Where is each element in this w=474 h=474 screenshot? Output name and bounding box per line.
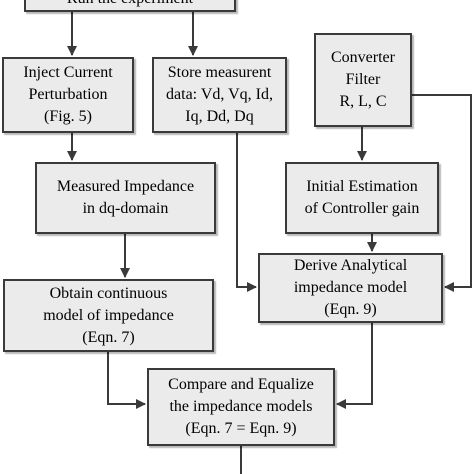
arrow-converter-to-derive	[412, 94, 472, 292]
inject-line-3: (Fig. 5)	[44, 108, 92, 125]
store-line-3: Iq, Dd, Dq	[185, 108, 254, 125]
arrow-store-to-derive	[236, 133, 257, 292]
converter-line-2: Filter	[345, 71, 381, 88]
converter-line-1: Converter	[331, 49, 395, 66]
converter-filter-box: Converter Filter R, L, C	[314, 33, 412, 127]
arrow-obtain-to-compare	[107, 352, 146, 409]
measured-line-1: Measured Impedance	[56, 178, 195, 195]
derive-line-3: (Eqn. 9)	[324, 301, 377, 318]
derive-analytical-box: Derive Analytical impedance model (Eqn. …	[258, 253, 443, 323]
obtain-line-1: Obtain continuous	[49, 284, 168, 302]
store-measurement-box: Store measurent data: Vd, Vq, Id, Iq, Dd…	[152, 57, 287, 133]
run-experiment-box: Run the experiment	[24, 0, 236, 12]
obtain-line-2: model of impedance	[43, 306, 174, 324]
compare-equalize-box: Compare and Equalize the impedance model…	[147, 368, 335, 446]
run-experiment-line-1: Run the experiment	[67, 0, 193, 10]
compare-line-1: Compare and Equalize	[168, 376, 314, 393]
store-line-1: Store measurent	[167, 64, 272, 81]
inject-line-2: Perturbation	[28, 86, 108, 103]
initial-estimation-box: Initial Estimation of Controller gain	[285, 162, 439, 234]
inject-current-box: Inject Current Perturbation (Fig. 5)	[2, 57, 134, 133]
arrow-derive-to-compare	[336, 323, 373, 409]
compare-line-2: the impedance models	[169, 398, 313, 415]
obtain-line-3: (Eqn. 7)	[82, 328, 135, 346]
initial-line-1: Initial Estimation	[306, 178, 418, 195]
measured-impedance-box: Measured Impedance in dq-domain	[35, 162, 216, 234]
measured-line-2: in dq-domain	[82, 200, 169, 217]
obtain-continuous-box: Obtain continuous model of impedance (Eq…	[3, 279, 214, 352]
compare-line-3: (Eqn. 7 = Eqn. 9)	[185, 420, 297, 437]
derive-line-2: impedance model	[293, 279, 408, 296]
store-line-2: data: Vd, Vq, Id,	[166, 86, 273, 103]
initial-line-2: of Controller gain	[304, 200, 420, 217]
derive-line-1: Derive Analytical	[293, 257, 408, 274]
inject-line-1: Inject Current	[23, 64, 113, 81]
converter-line-3: R, L, C	[339, 93, 387, 110]
